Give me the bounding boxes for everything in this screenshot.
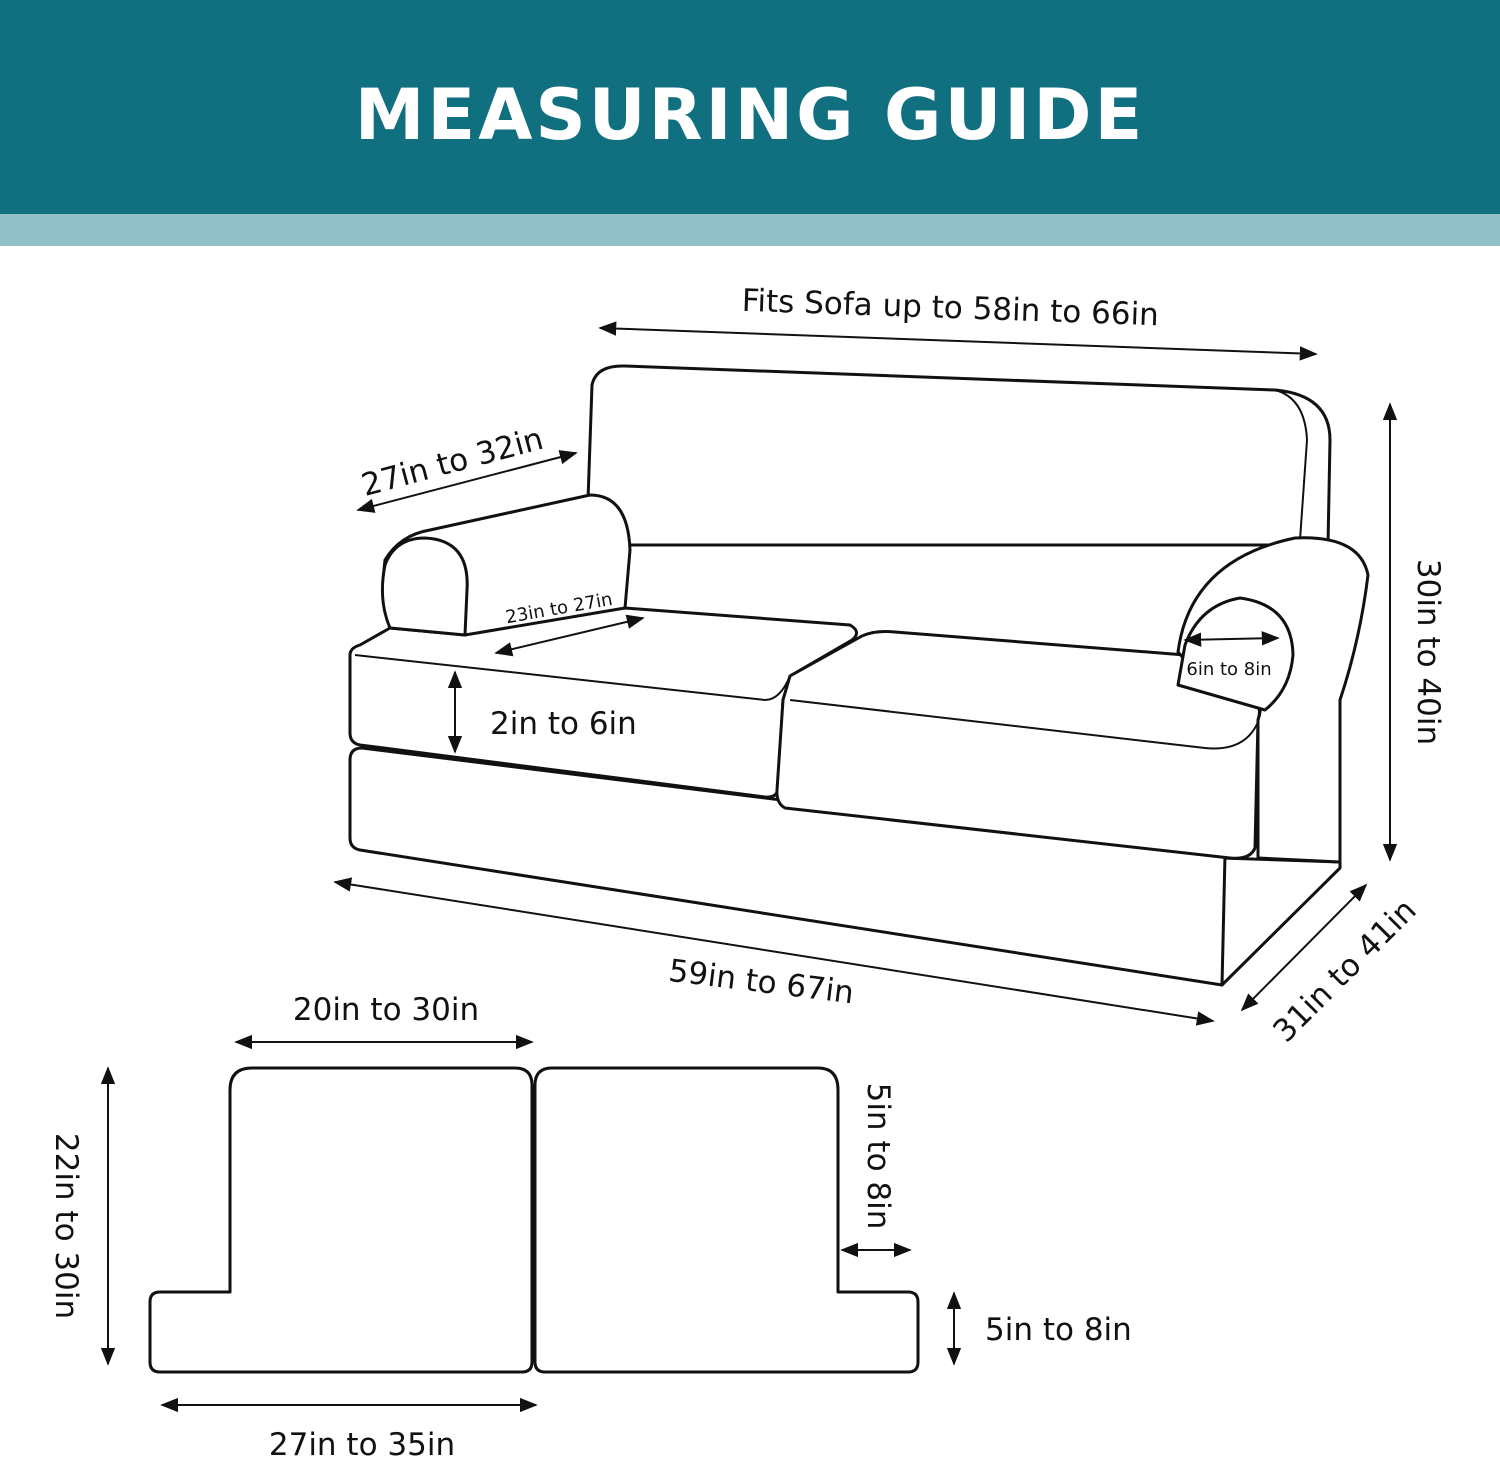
cushion-left	[148, 1066, 534, 1374]
header-banner	[0, 0, 1500, 214]
front-extension-label: 5in to 8in	[985, 1312, 1132, 1348]
header-stripe	[0, 214, 1500, 246]
arm-front-arrow	[494, 614, 645, 657]
height-label: 30in to 40in	[1410, 559, 1446, 745]
sofa-left-arm-front	[380, 536, 469, 637]
sofa-right-arm-front	[1176, 596, 1295, 712]
back-width-label: Fits Sofa up to 58in to 66in	[741, 283, 1159, 334]
arm-width-arrow	[1183, 631, 1280, 647]
back-width-arrow	[598, 321, 1318, 361]
total-width-arrow	[333, 877, 1215, 1026]
sofa-backrest	[586, 364, 1332, 547]
arm-length-label: 27in to 32in	[358, 421, 547, 504]
cushion-width-label: 20in to 30in	[293, 992, 479, 1028]
cushion-illustration	[148, 1066, 920, 1374]
total-width-label: 59in to 67in	[667, 953, 856, 1011]
cushion-right	[533, 1066, 920, 1374]
cushion-right-top-edge	[789, 699, 1259, 750]
side-extension-label: 5in to 8in	[860, 1083, 896, 1230]
backrest-edge	[1274, 389, 1309, 541]
arm-width-label: 6in to 8in	[1186, 659, 1271, 680]
cushion-depth-label: 22in to 30in	[48, 1133, 84, 1319]
cushion-total-width-label: 27in to 35in	[269, 1427, 455, 1460]
sofa-illustration	[348, 364, 1370, 987]
page-title: MEASURING GUIDE	[354, 74, 1146, 156]
depth-arrow	[1240, 883, 1368, 1012]
cushion-thickness-label: 2in to 6in	[490, 706, 637, 742]
sofa-side-panel	[1220, 856, 1342, 987]
arm-length-arrow	[356, 450, 578, 513]
